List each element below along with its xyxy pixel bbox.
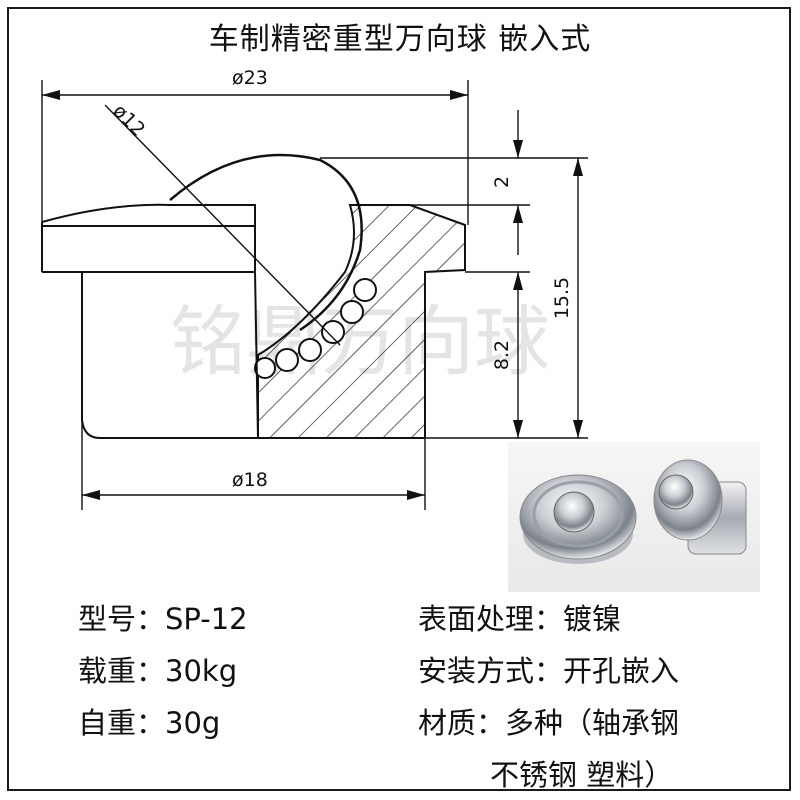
page-title: 车制精密重型万向球 嵌入式 [208, 22, 592, 57]
dim-total-height: 15.5 [551, 277, 573, 319]
bearing-balls [254, 278, 377, 379]
dimension-arrows [42, 90, 583, 500]
section-hatch [257, 204, 466, 439]
image-border [7, 7, 791, 791]
spec-material-line1: 材质：多种（轴承钢 [418, 706, 680, 740]
dim-top-protrusion: 2 [491, 176, 513, 188]
dim-ball-diameter: ø12 [108, 100, 149, 141]
spec-model: 型号：SP-12 [78, 602, 248, 636]
ball-outline [169, 153, 363, 332]
spec-load: 载重：30kg [78, 654, 238, 688]
spec-material-line2: 不锈钢 塑料） [490, 758, 674, 792]
dim-base-diameter: ø18 [232, 469, 268, 491]
dim-base-height: 8.2 [491, 340, 513, 370]
product-render [519, 459, 747, 564]
spec-install: 安装方式：开孔嵌入 [418, 654, 680, 688]
product-photo [508, 442, 760, 592]
spec-surface: 表面处理：镀镍 [418, 602, 622, 636]
dimension-lines [41, 80, 588, 510]
spec-weight: 自重：30g [78, 706, 221, 740]
dim-outer-diameter: ø23 [232, 67, 268, 89]
